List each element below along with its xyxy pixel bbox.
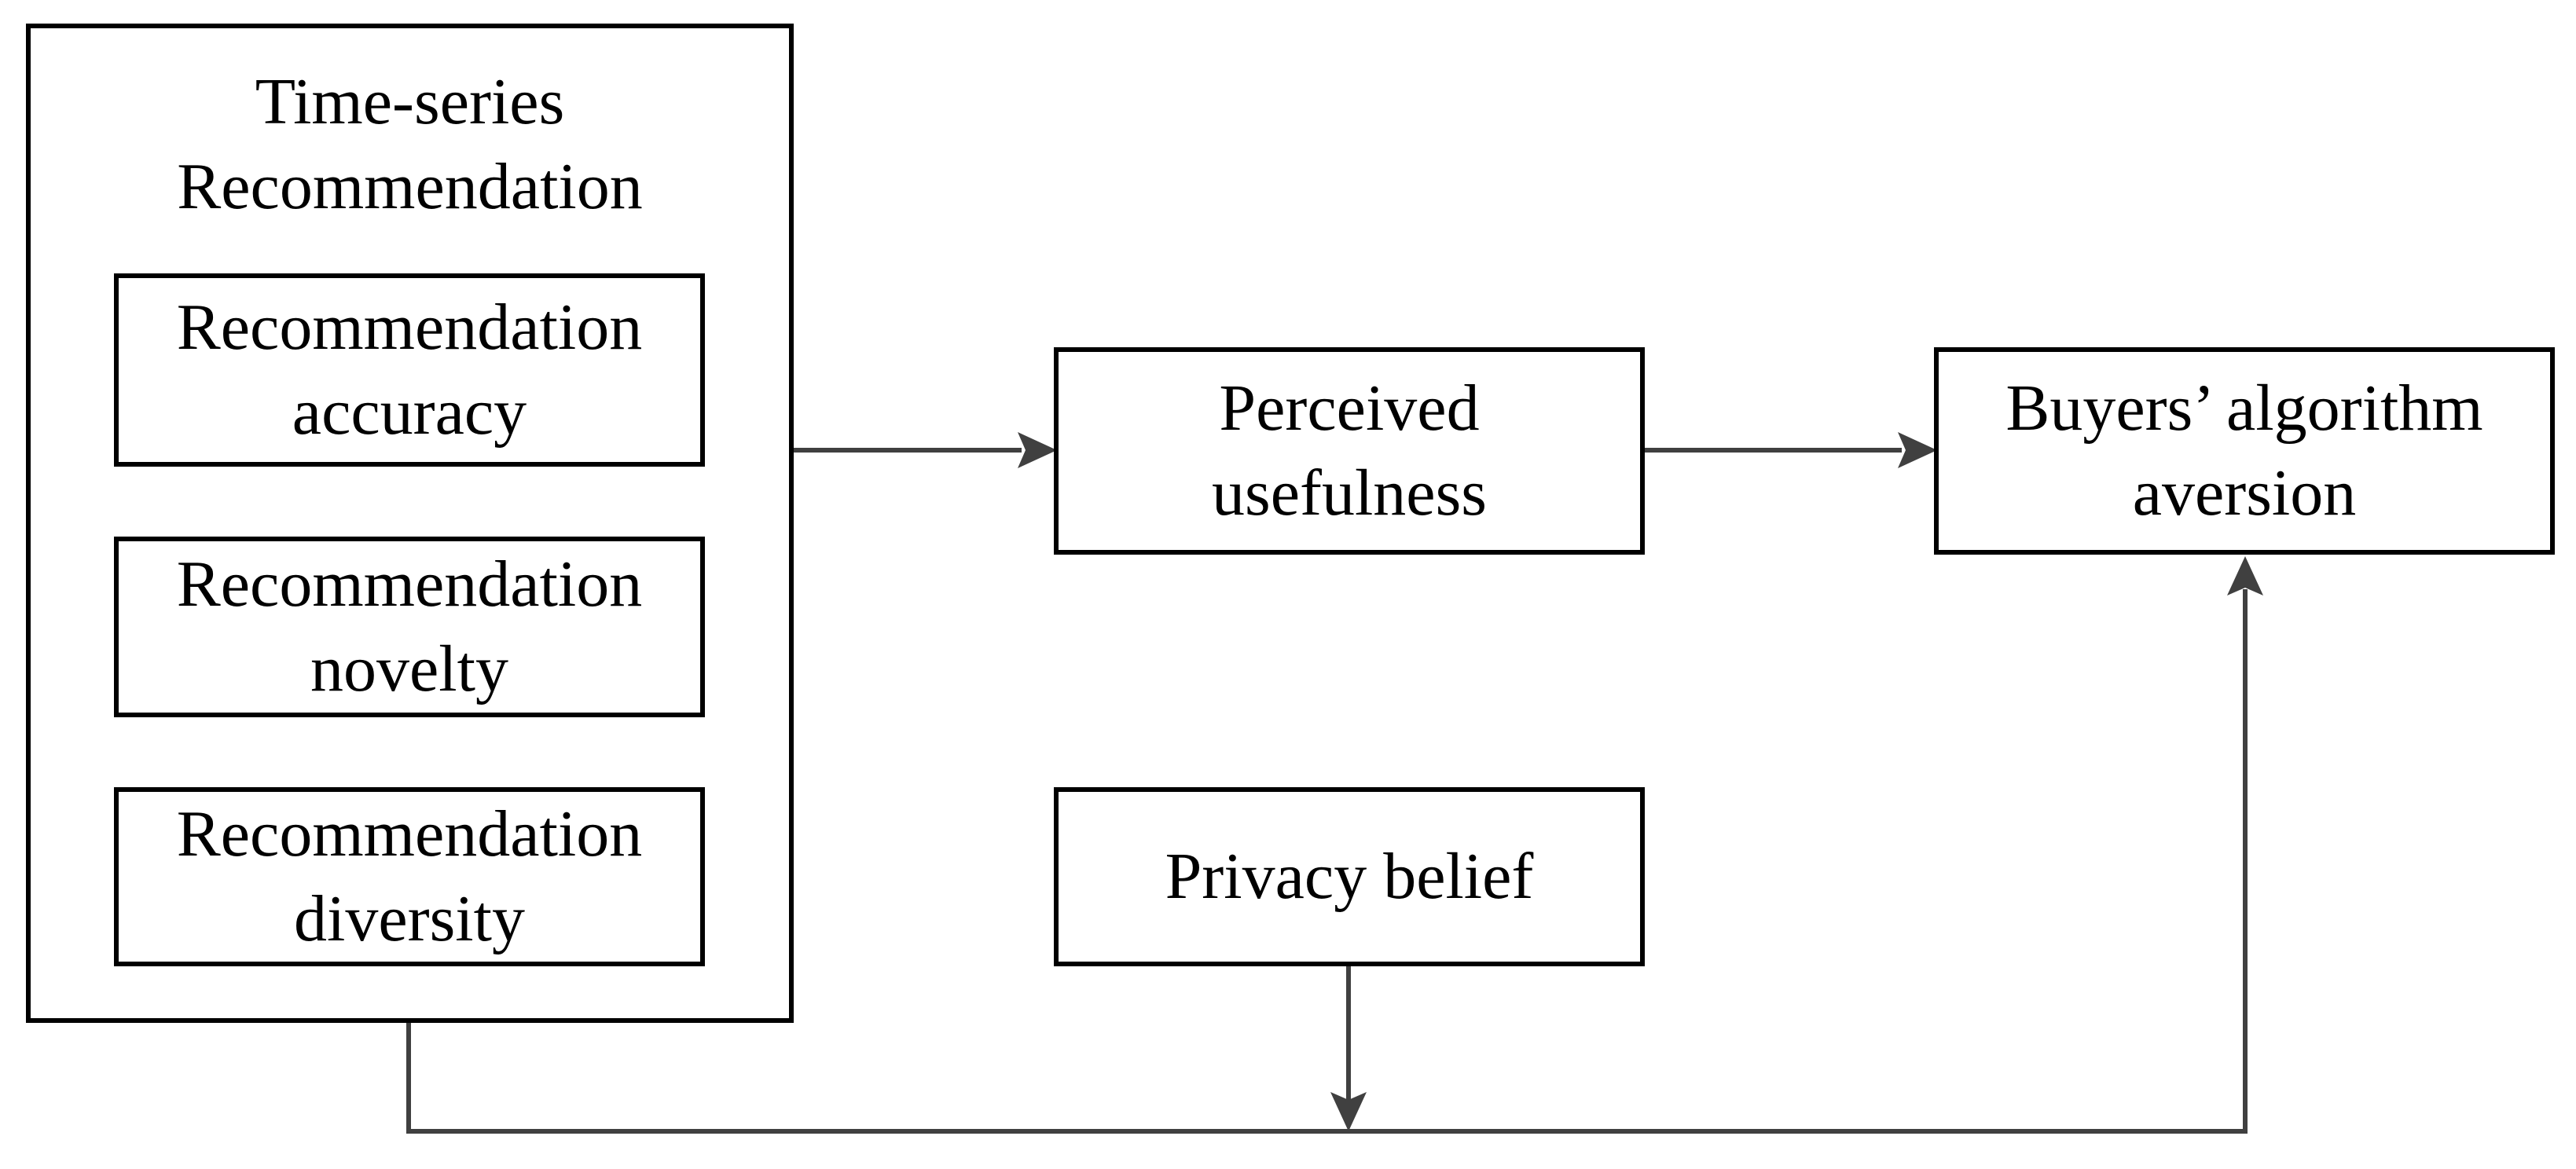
arrowhead-aversion-icon: [1898, 432, 1937, 468]
outer-title-line2: Recommendation: [177, 150, 643, 223]
perceived-usefulness-box: Perceived usefulness: [1054, 347, 1645, 555]
time-series-recommendation-title: Time-series Recommendation: [31, 60, 789, 229]
accuracy-line2: accuracy: [292, 376, 527, 449]
recommendation-novelty-box: Recommendation novelty: [114, 537, 705, 717]
arrowhead-aversion-bottom-icon: [2227, 556, 2263, 595]
usefulness-line1: Perceived: [1219, 372, 1480, 445]
buyers-algorithm-aversion-box: Buyers’ algorithm aversion: [1934, 347, 2555, 555]
privacy-belief-box: Privacy belief: [1054, 787, 1645, 966]
novelty-line1: Recommendation: [176, 548, 643, 621]
privacy-belief-label: Privacy belief: [1165, 840, 1534, 913]
aversion-line1: Buyers’ algorithm: [2005, 372, 2483, 445]
diversity-line2: diversity: [294, 882, 525, 955]
arrowhead-privacy-icon: [1330, 1092, 1367, 1131]
arrow-moderation-path: [406, 589, 2248, 1134]
arrowhead-usefulness-icon: [1018, 432, 1057, 468]
aversion-line2: aversion: [2132, 456, 2357, 530]
recommendation-accuracy-box: Recommendation accuracy: [114, 273, 705, 467]
novelty-line2: novelty: [310, 632, 508, 705]
diversity-line1: Recommendation: [176, 797, 643, 870]
accuracy-line1: Recommendation: [176, 291, 643, 364]
usefulness-line2: usefulness: [1212, 456, 1487, 530]
recommendation-diversity-box: Recommendation diversity: [114, 787, 705, 966]
outer-title-line1: Time-series: [255, 65, 565, 138]
